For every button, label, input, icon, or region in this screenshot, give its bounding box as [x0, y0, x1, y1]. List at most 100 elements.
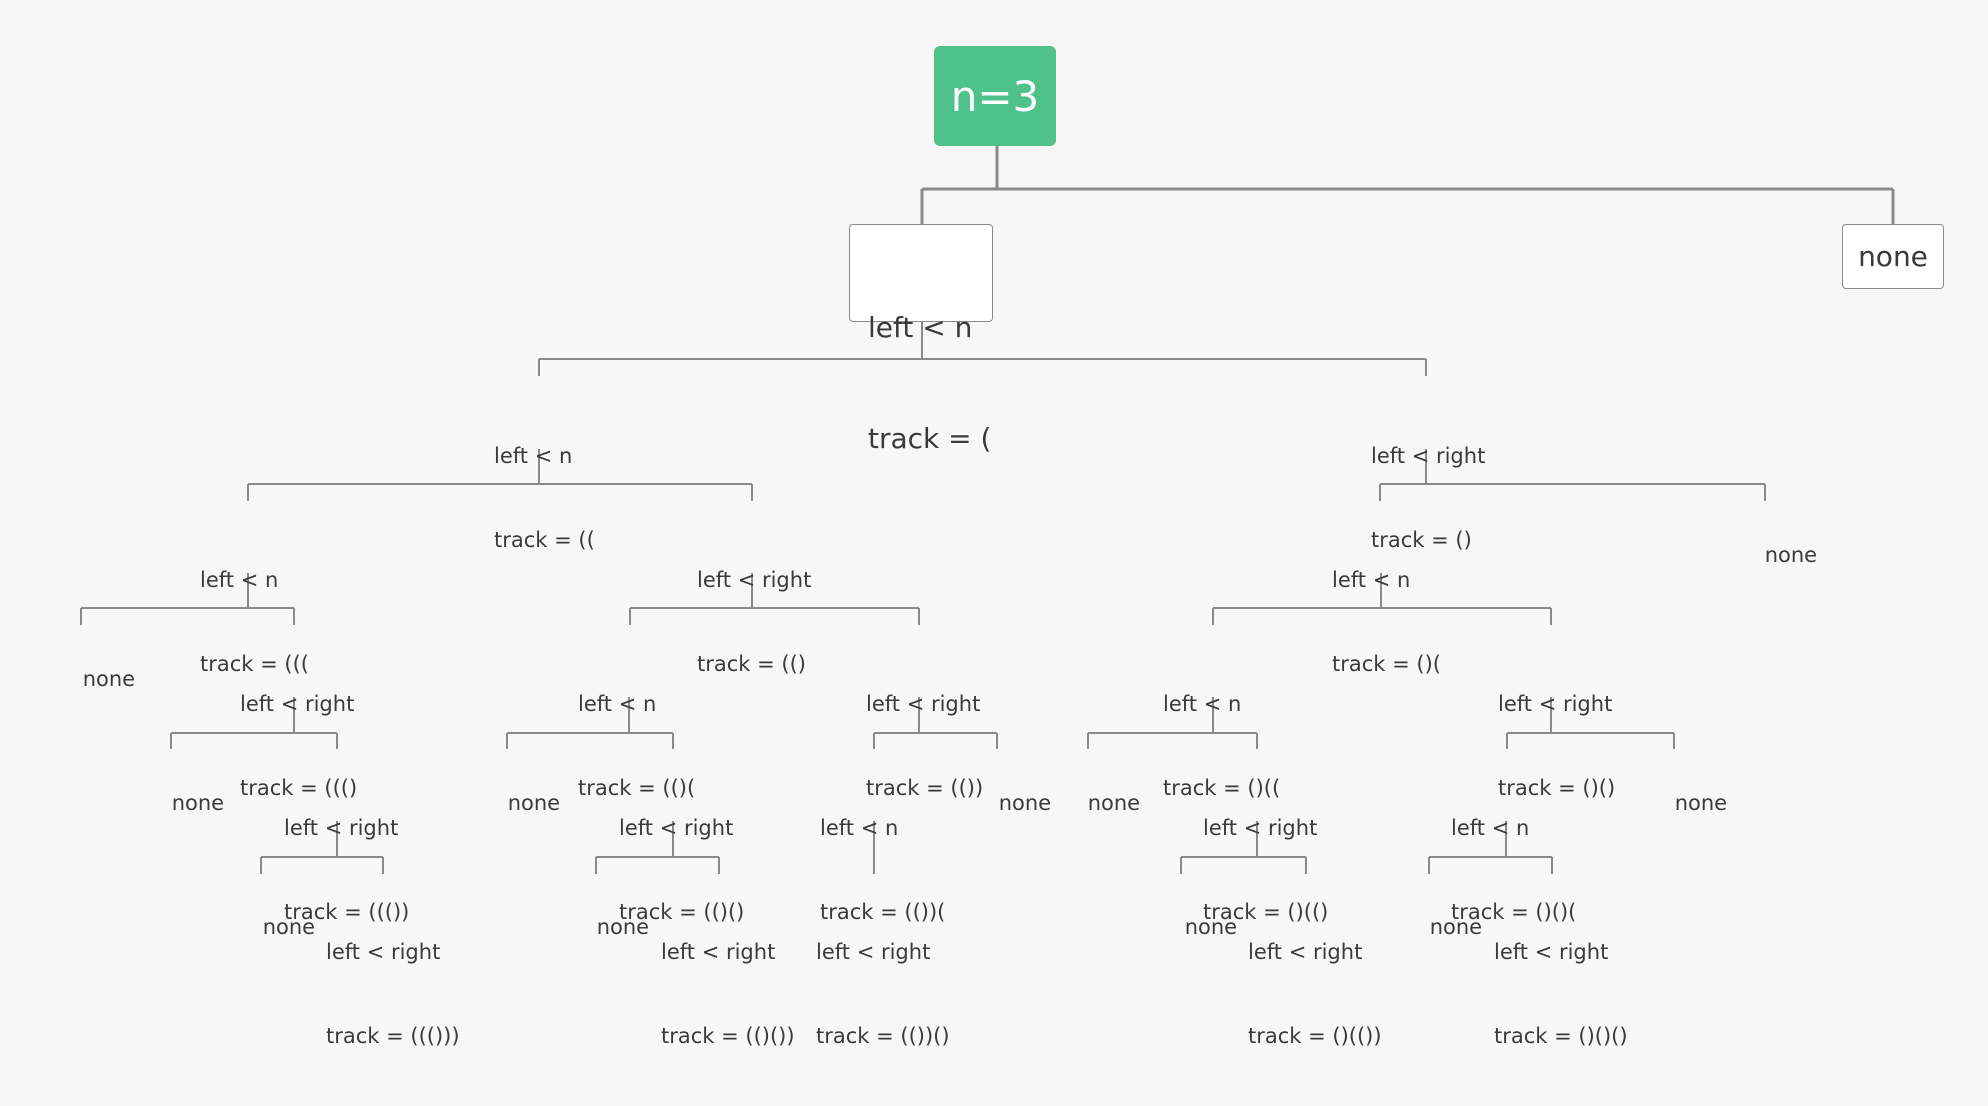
node-level4-n6: left < right track = ()() [1498, 634, 1615, 858]
node-level2-b: left < right track = () [1371, 386, 1485, 610]
node-level5-n5: left < n track = (())( [820, 758, 945, 982]
connector-l3b1 [1212, 573, 1552, 625]
track-text: track = ()(( [1163, 776, 1281, 800]
track-text: track = ((() [240, 776, 358, 800]
connector-l4n3 [506, 697, 674, 749]
node-level6-n2: left < right track = ((())) [326, 882, 460, 1106]
tree-diagram: n=3 left < n track = ( none left < n tra… [56, 46, 1944, 1048]
condition-text: left < right [866, 692, 981, 716]
connector-l4n2 [170, 697, 338, 749]
connector-l2b [1379, 449, 1766, 501]
node-level6-n8-none: none [1403, 885, 1482, 969]
node-level2-a: left < n track = (( [494, 386, 595, 610]
track-text: track = ((()) [284, 900, 410, 924]
condition-text: left < n [1451, 816, 1530, 840]
track-text: track = ()()() [1494, 1024, 1628, 1048]
track-text: track = (()( [578, 776, 696, 800]
track-text: track = ()( [1332, 652, 1441, 676]
none-text: none [1087, 791, 1141, 815]
track-text: track = (())( [820, 900, 946, 924]
none-text: none [596, 915, 650, 939]
track-text: track = ()() [1498, 776, 1616, 800]
connector-l4n4 [873, 697, 998, 749]
condition-text: left < n [578, 692, 657, 716]
node-level6-n9: left < right track = ()()() [1494, 882, 1628, 1106]
condition-text: left < right [1371, 444, 1486, 468]
condition-text: left < right [697, 568, 812, 592]
connector-l5n4 [595, 821, 720, 874]
none-text: none [998, 791, 1052, 815]
node-level4-n4: left < right track = (()) [866, 634, 983, 858]
node-level6-n3-none: none [570, 885, 649, 969]
node-level3-a1: left < n track = ((( [200, 510, 309, 734]
none-text: none [1764, 543, 1818, 567]
none-text: none [1184, 915, 1238, 939]
track-text: track = (())() [816, 1024, 950, 1048]
root-label: n=3 [950, 71, 1040, 121]
connector-l5n2 [260, 821, 384, 874]
condition-text: left < right [1203, 816, 1318, 840]
node-level5-n7-none: none [1061, 761, 1140, 845]
connector-lines [80, 146, 1895, 874]
node-level6-n7: left < right track = ()(()) [1248, 882, 1382, 1106]
none-text: none [171, 791, 225, 815]
node-level5-n1-none: none [145, 761, 224, 845]
node-level5-n10-none: none [1648, 761, 1727, 845]
connector-l1 [538, 322, 1427, 376]
track-text: track = (()()) [661, 1024, 795, 1048]
connector-l4n5 [1087, 697, 1258, 749]
condition-text: left < right [661, 940, 776, 964]
node-level6-n6-none: none [1158, 885, 1237, 969]
condition-text: left < right [326, 940, 441, 964]
track-text: track = (()) [866, 776, 984, 800]
connector-l5n8 [1180, 821, 1307, 874]
track-text: track = () [1371, 528, 1472, 552]
node-level4-n2: left < right track = ((() [240, 634, 357, 858]
condition-text: left < right [619, 816, 734, 840]
node-level5-n3-none: none [481, 761, 560, 845]
track-text: track = ((( [200, 652, 309, 676]
track-text: track = ((())) [326, 1024, 460, 1048]
connector-l3a1 [80, 573, 295, 625]
condition-text: left < right [816, 940, 931, 964]
node-level4-n5: left < n track = ()(( [1163, 634, 1280, 858]
node-level3-b2-none: none [1738, 513, 1817, 597]
connector-l4n6 [1506, 697, 1675, 749]
node-level5-n8: left < right track = ()(() [1203, 758, 1328, 982]
node-level3-a2: left < right track = (() [697, 510, 811, 734]
node-level5-n2: left < right track = ((()) [284, 758, 409, 982]
track-text: track = (( [494, 528, 595, 552]
node-level5-n4: left < right track = (()() [619, 758, 744, 982]
root-node: n=3 [934, 46, 1056, 146]
none-text: none [1429, 915, 1483, 939]
condition-text: left < n [494, 444, 573, 468]
node-level5-n9: left < n track = ()()( [1451, 758, 1576, 982]
none-text: none [1858, 240, 1928, 273]
track-text: track = ( [868, 422, 992, 455]
connector-root [920, 146, 1895, 224]
condition-text: left < right [1248, 940, 1363, 964]
node-level1-right-none: none [1842, 224, 1944, 289]
condition-text: left < n [200, 568, 279, 592]
condition-text: left < n [1163, 692, 1242, 716]
node-level5-n6-none: none [972, 761, 1051, 845]
track-text: track = ()(()) [1248, 1024, 1382, 1048]
condition-text: left < right [1498, 692, 1613, 716]
node-level6-n4: left < right track = (()()) [661, 882, 795, 1106]
condition-text: left < right [1494, 940, 1609, 964]
node-level1-left: left < n track = ( [849, 224, 993, 455]
none-text: none [507, 791, 561, 815]
condition-text: left < n [820, 816, 899, 840]
condition-text: left < right [240, 692, 355, 716]
node-level4-n1-none: none [56, 637, 135, 721]
condition-text: left < right [284, 816, 399, 840]
track-text: track = ()(() [1203, 900, 1329, 924]
track-text: track = (() [697, 652, 806, 676]
condition-text: left < n [868, 311, 973, 344]
connector-l3a2 [629, 573, 920, 625]
condition-text: left < n [1332, 568, 1411, 592]
none-text: none [1674, 791, 1728, 815]
none-text: none [262, 915, 316, 939]
node-level6-n5: left < right track = (())() [816, 882, 950, 1106]
connector-l5n9 [1428, 821, 1553, 874]
